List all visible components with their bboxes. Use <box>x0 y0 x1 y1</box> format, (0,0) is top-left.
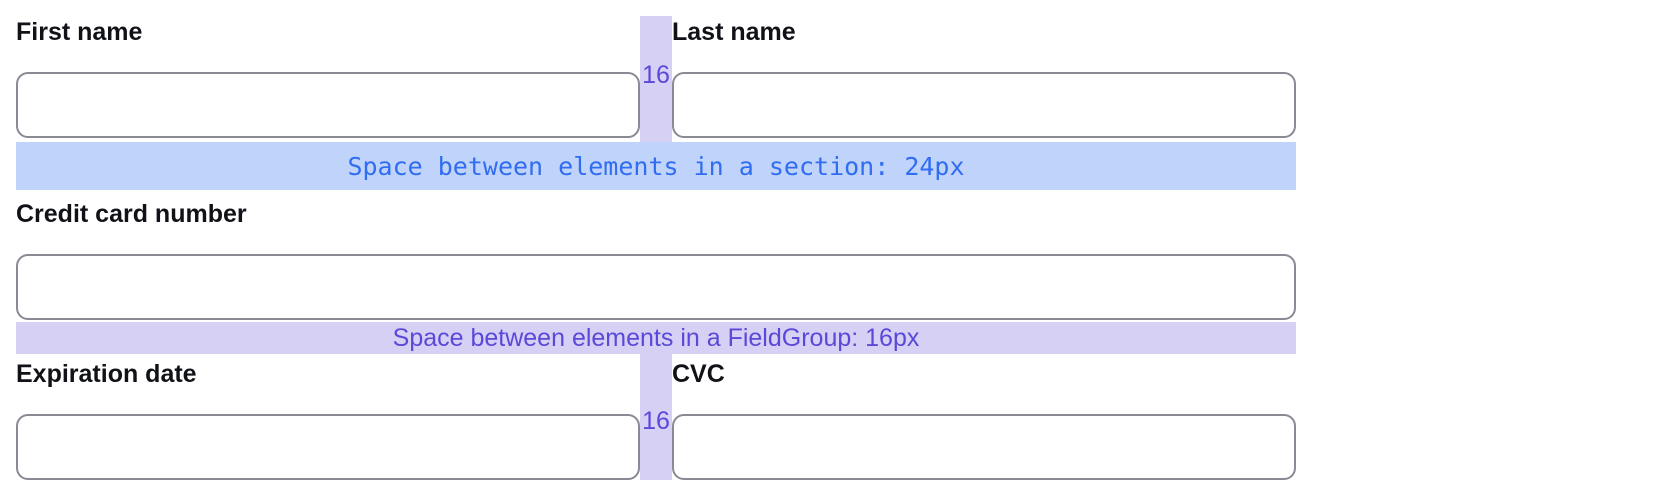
column-gap-indicator: 16 <box>640 354 672 480</box>
credit-card-row: Credit card number <box>16 198 1296 322</box>
expiry-cvc-row: Expiration date 16 CVC <box>16 354 1296 480</box>
column-gap-value: 16 <box>642 61 670 89</box>
credit-card-label: Credit card number <box>16 200 247 228</box>
last-name-input[interactable] <box>672 72 1296 138</box>
column-gap-value: 16 <box>642 407 670 435</box>
field-credit-card: Credit card number <box>16 198 1296 320</box>
expiration-date-label: Expiration date <box>16 360 197 388</box>
first-name-label: First name <box>16 18 143 46</box>
payment-form-spacing-demo: First name 16 Last name Space between el… <box>16 16 1296 480</box>
section-gap-text: Space between elements in a section: 24p… <box>347 151 965 181</box>
field-last-name: Last name <box>672 16 1296 138</box>
first-name-input[interactable] <box>16 72 640 138</box>
field-expiration-date: Expiration date <box>16 354 640 480</box>
section-gap-band: Space between elements in a section: 24p… <box>16 142 1296 190</box>
name-row: First name 16 Last name <box>16 16 1296 142</box>
credit-card-input[interactable] <box>16 254 1296 320</box>
expiration-date-input[interactable] <box>16 414 640 480</box>
cvc-input[interactable] <box>672 414 1296 480</box>
fieldgroup-gap-band: Space between elements in a FieldGroup: … <box>16 322 1296 354</box>
field-cvc: CVC <box>672 354 1296 480</box>
last-name-label: Last name <box>672 18 796 46</box>
column-gap-indicator: 16 <box>640 16 672 142</box>
field-first-name: First name <box>16 16 640 138</box>
fieldgroup-gap-text: Space between elements in a FieldGroup: … <box>392 323 920 352</box>
cvc-label: CVC <box>672 360 725 388</box>
form-content: First name 16 Last name Space between el… <box>16 16 1296 480</box>
